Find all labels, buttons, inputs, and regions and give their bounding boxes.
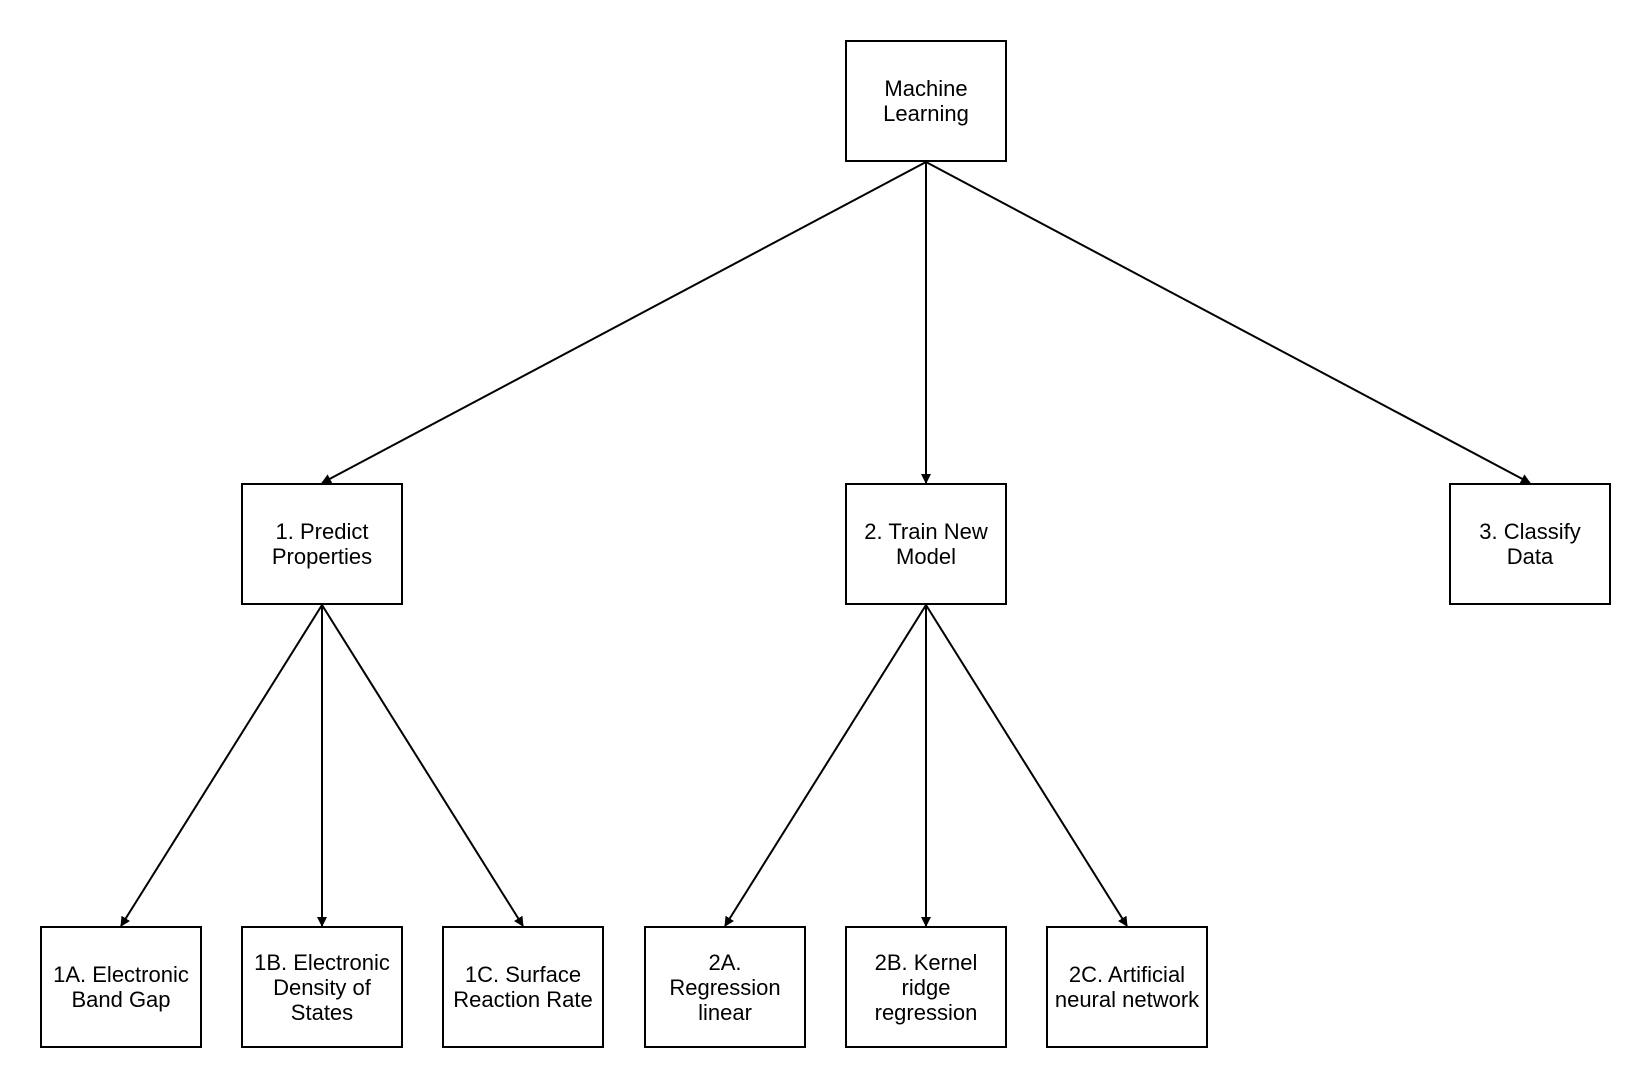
edge-n2-to-n2a bbox=[724, 604, 927, 927]
node-label: 1A. Electronic Band Gap bbox=[53, 962, 189, 1012]
edge-n1-to-n1c bbox=[321, 604, 524, 927]
node-surface-reaction-rate: 1C. Surface Reaction Rate bbox=[442, 926, 604, 1048]
node-label: 1B. Electronic Density of States bbox=[254, 949, 390, 1025]
node-label: 2. Train New Model bbox=[864, 519, 988, 569]
node-label: 1C. Surface Reaction Rate bbox=[453, 962, 593, 1012]
node-electronic-density-of-states: 1B. Electronic Density of States bbox=[241, 926, 403, 1048]
node-machine-learning: Machine Learning bbox=[845, 40, 1007, 162]
node-predict-properties: 1. Predict Properties bbox=[241, 483, 403, 605]
node-label: 2B. Kernel ridge regression bbox=[874, 949, 978, 1025]
node-label: Machine Learning bbox=[883, 76, 969, 126]
node-classify-data: 3. Classify Data bbox=[1449, 483, 1611, 605]
edge-n2-to-n2c bbox=[925, 604, 1128, 927]
edge-root-to-n3 bbox=[925, 161, 1531, 484]
node-label: 3. Classify Data bbox=[1479, 519, 1581, 569]
node-label: 2A. Regression linear bbox=[669, 949, 781, 1025]
node-label: 1. Predict Properties bbox=[271, 519, 373, 569]
node-kernel-ridge-regression: 2B. Kernel ridge regression bbox=[845, 926, 1007, 1048]
node-label: 2C. Artificial neural network bbox=[1054, 962, 1200, 1012]
node-train-new-model: 2. Train New Model bbox=[845, 483, 1007, 605]
node-regression-linear: 2A. Regression linear bbox=[644, 926, 806, 1048]
edge-n1-to-n1a bbox=[120, 604, 323, 927]
node-electronic-band-gap: 1A. Electronic Band Gap bbox=[40, 926, 202, 1048]
edge-root-to-n1 bbox=[321, 161, 927, 484]
node-artificial-neural-network: 2C. Artificial neural network bbox=[1046, 926, 1208, 1048]
